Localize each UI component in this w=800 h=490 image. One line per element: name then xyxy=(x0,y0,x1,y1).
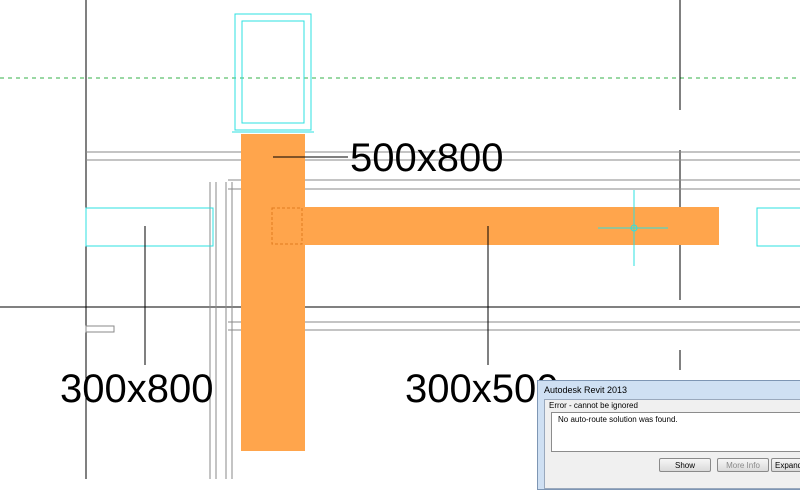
more-info-button[interactable]: More Info xyxy=(717,458,769,472)
dialog-message-box: No auto-route solution was found. xyxy=(551,412,800,452)
dialog-title: Autodesk Revit 2013 xyxy=(544,385,628,395)
crosshair-marker xyxy=(598,190,668,266)
dialog-body: Error - cannot be ignored No auto-route … xyxy=(544,399,800,489)
dialog-subtitle: Error - cannot be ignored xyxy=(549,401,638,410)
error-dialog: Autodesk Revit 2013 Error - cannot be ig… xyxy=(537,380,800,490)
beam-end-marker xyxy=(271,207,303,245)
drawing-canvas[interactable] xyxy=(0,0,800,479)
tag-leaders xyxy=(144,156,489,365)
show-button[interactable]: Show xyxy=(659,458,711,472)
beam-tag-300x500: 300x500 xyxy=(405,367,559,411)
expand-button[interactable]: Expand xyxy=(771,458,800,472)
cyan-outline-elements xyxy=(85,13,800,247)
walls xyxy=(85,151,800,479)
beam-tag-500x800: 500x800 xyxy=(350,136,504,180)
beam-300x500[interactable] xyxy=(305,207,719,245)
dialog-message: No auto-route solution was found. xyxy=(558,415,678,424)
beam-500x800[interactable] xyxy=(241,134,305,451)
beam-tag-300x800: 300x800 xyxy=(60,367,214,411)
